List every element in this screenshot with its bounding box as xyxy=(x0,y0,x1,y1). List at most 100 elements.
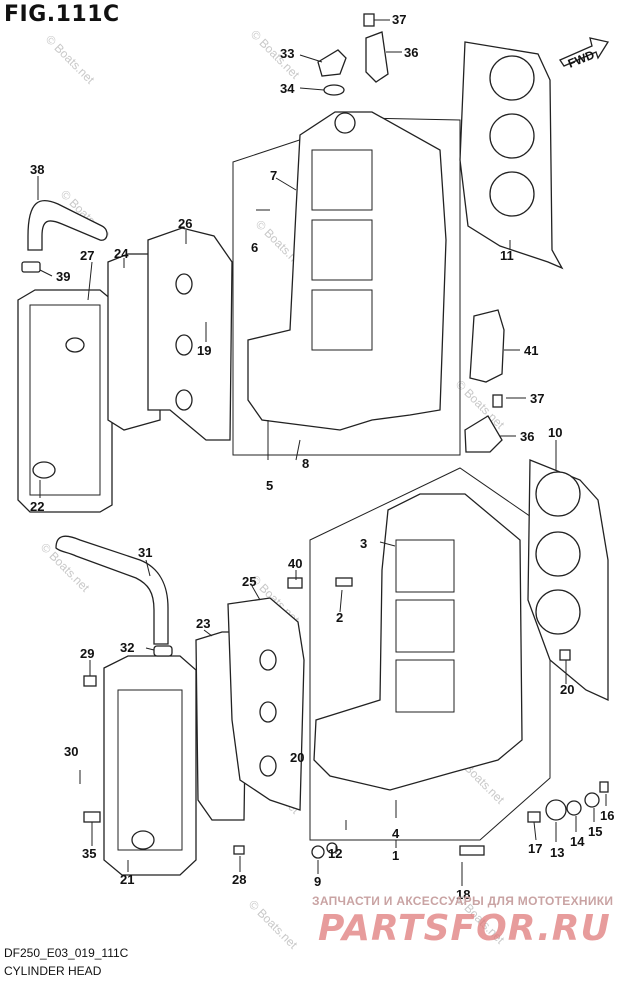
callout-8: 8 xyxy=(302,456,309,471)
callout-36-lower: 36 xyxy=(520,429,534,444)
callout-34: 34 xyxy=(280,81,295,96)
sensor-35 xyxy=(83,811,101,823)
exhaust-cover-ribs xyxy=(29,304,101,496)
engine-hanger xyxy=(469,309,505,383)
callout-2: 2 xyxy=(336,610,343,625)
boats-watermark-text: © Boats.net xyxy=(246,897,301,952)
callout-28: 28 xyxy=(232,872,246,887)
cover-13 xyxy=(545,799,567,821)
callout-33: 33 xyxy=(280,46,294,61)
gasket-port xyxy=(259,649,277,671)
callout-1: 1 xyxy=(392,848,399,863)
head-chamber xyxy=(395,599,455,653)
exhaust-cover-left xyxy=(17,289,113,513)
figure-title: FIG.111C xyxy=(4,2,120,27)
bolt-16 xyxy=(599,781,609,793)
fwd-label: FWD xyxy=(566,47,597,70)
callout-27: 27 xyxy=(80,248,94,263)
water-hose-lower xyxy=(55,535,169,645)
partsfor-brand-watermark: PARTSFOR.RU xyxy=(318,908,611,949)
callout-19: 19 xyxy=(197,343,211,358)
hanger-bracket-lower xyxy=(464,415,503,453)
callout-9: 9 xyxy=(314,874,321,889)
gasket-port xyxy=(259,755,277,777)
bolt-mid xyxy=(492,394,503,408)
pin-40 xyxy=(287,577,303,589)
callout-35: 35 xyxy=(82,846,96,861)
callout-10: 10 xyxy=(548,425,562,440)
bore-3 xyxy=(535,589,581,635)
callout-32: 32 xyxy=(120,640,134,655)
boats-watermark-text: © Boats.net xyxy=(43,32,98,87)
bore-2 xyxy=(535,531,581,577)
gasket-port xyxy=(175,334,193,356)
gasket-port xyxy=(259,701,277,723)
gasket-port xyxy=(175,389,193,411)
callout-37: 37 xyxy=(392,12,406,27)
bolt-28 xyxy=(233,845,245,855)
bolt-17 xyxy=(527,811,541,823)
callout-6: 6 xyxy=(251,240,258,255)
bolt-29 xyxy=(83,675,97,687)
bore-3 xyxy=(489,171,535,217)
cylinder-head-lower xyxy=(313,493,523,791)
cover-port xyxy=(131,830,155,850)
callout-5: 5 xyxy=(266,478,273,493)
callout-16: 16 xyxy=(600,808,614,823)
callout-41: 41 xyxy=(524,343,538,358)
callout-22: 22 xyxy=(30,499,44,514)
callout-24: 24 xyxy=(114,246,129,261)
head-chamber xyxy=(311,289,373,351)
bore-1 xyxy=(535,471,581,517)
lower-head-assembly-frame xyxy=(309,467,551,841)
callout-7: 7 xyxy=(270,168,277,183)
head-chamber xyxy=(395,539,455,593)
plug-9 xyxy=(311,845,325,859)
callout-4: 4 xyxy=(392,826,400,841)
hose-clip xyxy=(21,261,41,273)
callout-11: 11 xyxy=(500,248,514,263)
exhaust-cover-right xyxy=(103,655,197,876)
callout-38: 38 xyxy=(30,162,44,177)
callout-20-lower: 20 xyxy=(560,682,574,697)
bolt-2 xyxy=(335,577,353,587)
callout-13: 13 xyxy=(550,845,564,860)
callout-23: 23 xyxy=(196,616,210,631)
callout-labels: 37 36 33 34 7 6 5 8 11 41 37 36 10 26 24… xyxy=(30,12,614,902)
cover-port xyxy=(32,461,56,479)
callout-26: 26 xyxy=(178,216,192,231)
oil-filler-cap xyxy=(317,49,347,77)
callout-29: 29 xyxy=(80,646,94,661)
callout-25: 25 xyxy=(242,574,256,589)
exhaust-cover-gasket xyxy=(107,253,161,431)
cylinder-head-gasket-lower xyxy=(527,459,609,702)
head-chamber xyxy=(395,659,455,713)
drawing-title: CYLINDER HEAD xyxy=(4,964,102,978)
callout-39: 39 xyxy=(56,269,70,284)
gasket-14 xyxy=(566,800,582,816)
forward-direction-arrow: FWD xyxy=(559,37,610,71)
callout-21: 21 xyxy=(120,872,134,887)
callout-30: 30 xyxy=(64,744,78,759)
partsfor-tagline-watermark: ЗАПЧАСТИ И АКСЕССУАРЫ ДЛЯ МОТОТЕХНИКИ xyxy=(312,894,614,908)
drawing-code: DF250_E03_019_111C xyxy=(4,946,129,960)
bore-2 xyxy=(489,113,535,159)
callout-36: 36 xyxy=(404,45,418,60)
gasket-port xyxy=(175,273,193,295)
callout-12: 12 xyxy=(328,846,342,861)
exhaust-cover-ribs-lower xyxy=(117,689,183,851)
head-chamber xyxy=(311,149,373,211)
pin-20 xyxy=(559,649,571,661)
callout-15: 15 xyxy=(588,824,602,839)
head-cover-gasket-upper xyxy=(147,227,233,441)
callout-37-lower: 37 xyxy=(530,391,544,406)
bolt-upper xyxy=(363,13,375,27)
callout-31: 31 xyxy=(138,545,152,560)
callout-3: 3 xyxy=(360,536,367,551)
bolt-18 xyxy=(459,845,485,856)
cap-15 xyxy=(584,792,600,808)
clip-32 xyxy=(153,645,173,657)
head-port xyxy=(334,112,356,134)
callout-18: 18 xyxy=(456,887,470,902)
